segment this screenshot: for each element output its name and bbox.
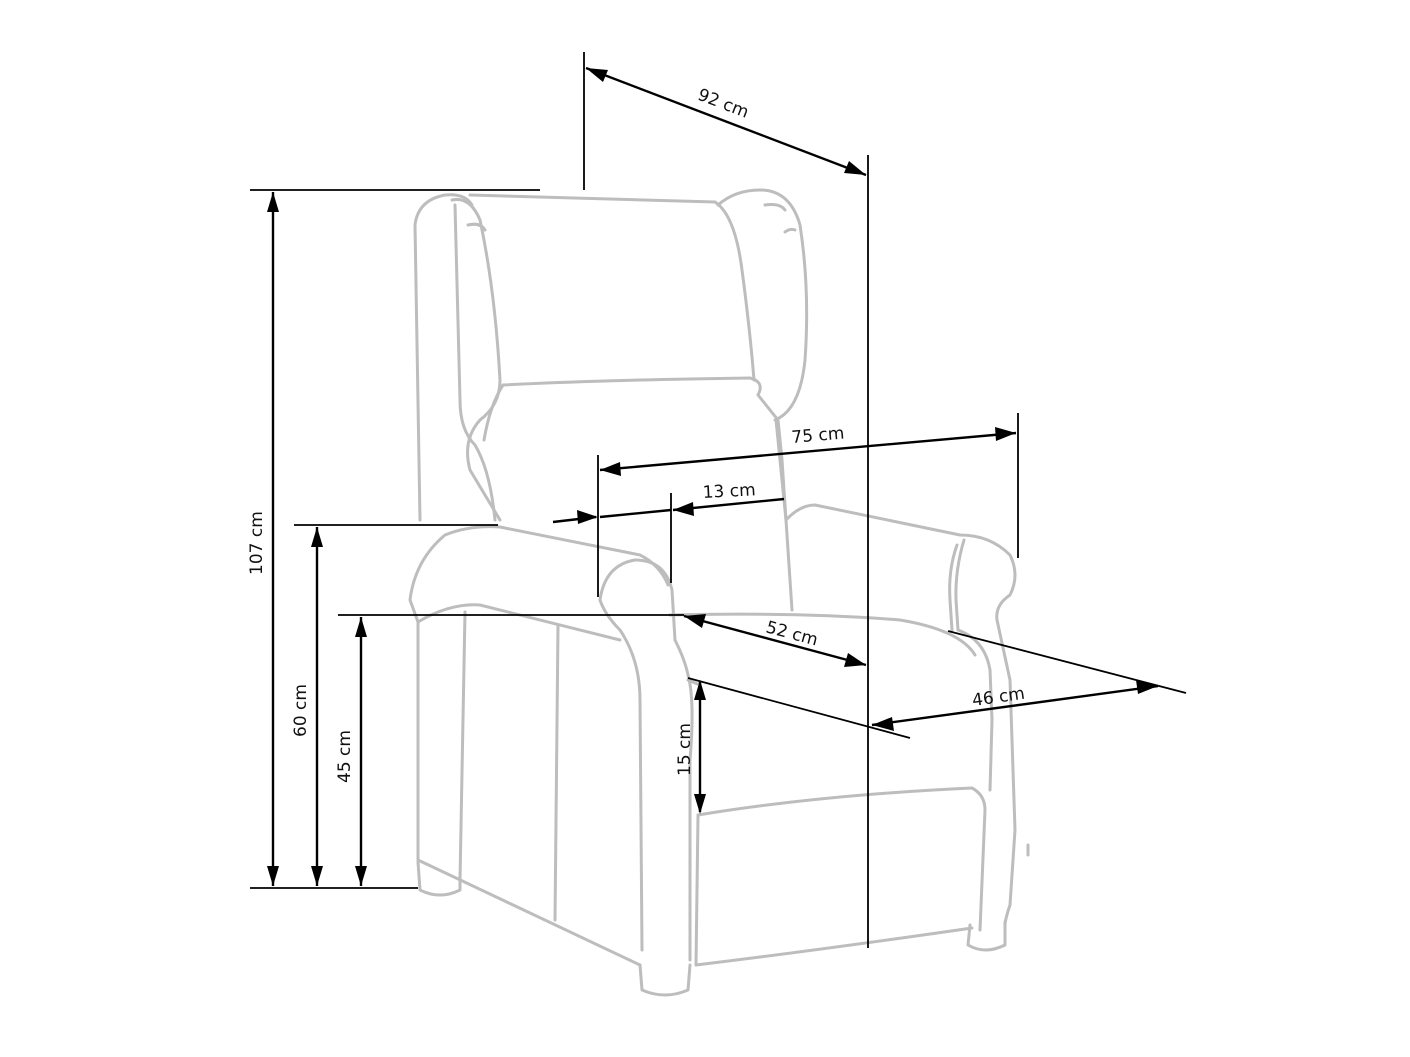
label-cushion-thickness: 15 cm [675,723,695,776]
label-total-width: 75 cm [791,423,845,448]
dim-total-height: 107 cm [247,189,540,889]
dim-seat-depth: 52 cm [683,614,867,667]
dim-armrest-width: 13 cm [552,480,785,583]
chair-outline [408,188,1030,997]
label-seat-width: 46 cm [971,684,1026,711]
dim-seat-width: 46 cm [687,630,1187,739]
label-armrest-height: 60 cm [291,684,311,737]
dim-armrest-height: 60 cm [291,524,498,886]
label-armrest-width: 13 cm [702,480,756,503]
label-total-depth: 92 cm [695,85,752,123]
label-seat-height: 45 cm [335,730,355,783]
label-total-height: 107 cm [247,511,267,575]
dim-cushion-thickness: 15 cm [675,680,706,814]
dim-seat-height: 45 cm [335,614,684,886]
dim-total-width: 75 cm [597,413,1019,597]
